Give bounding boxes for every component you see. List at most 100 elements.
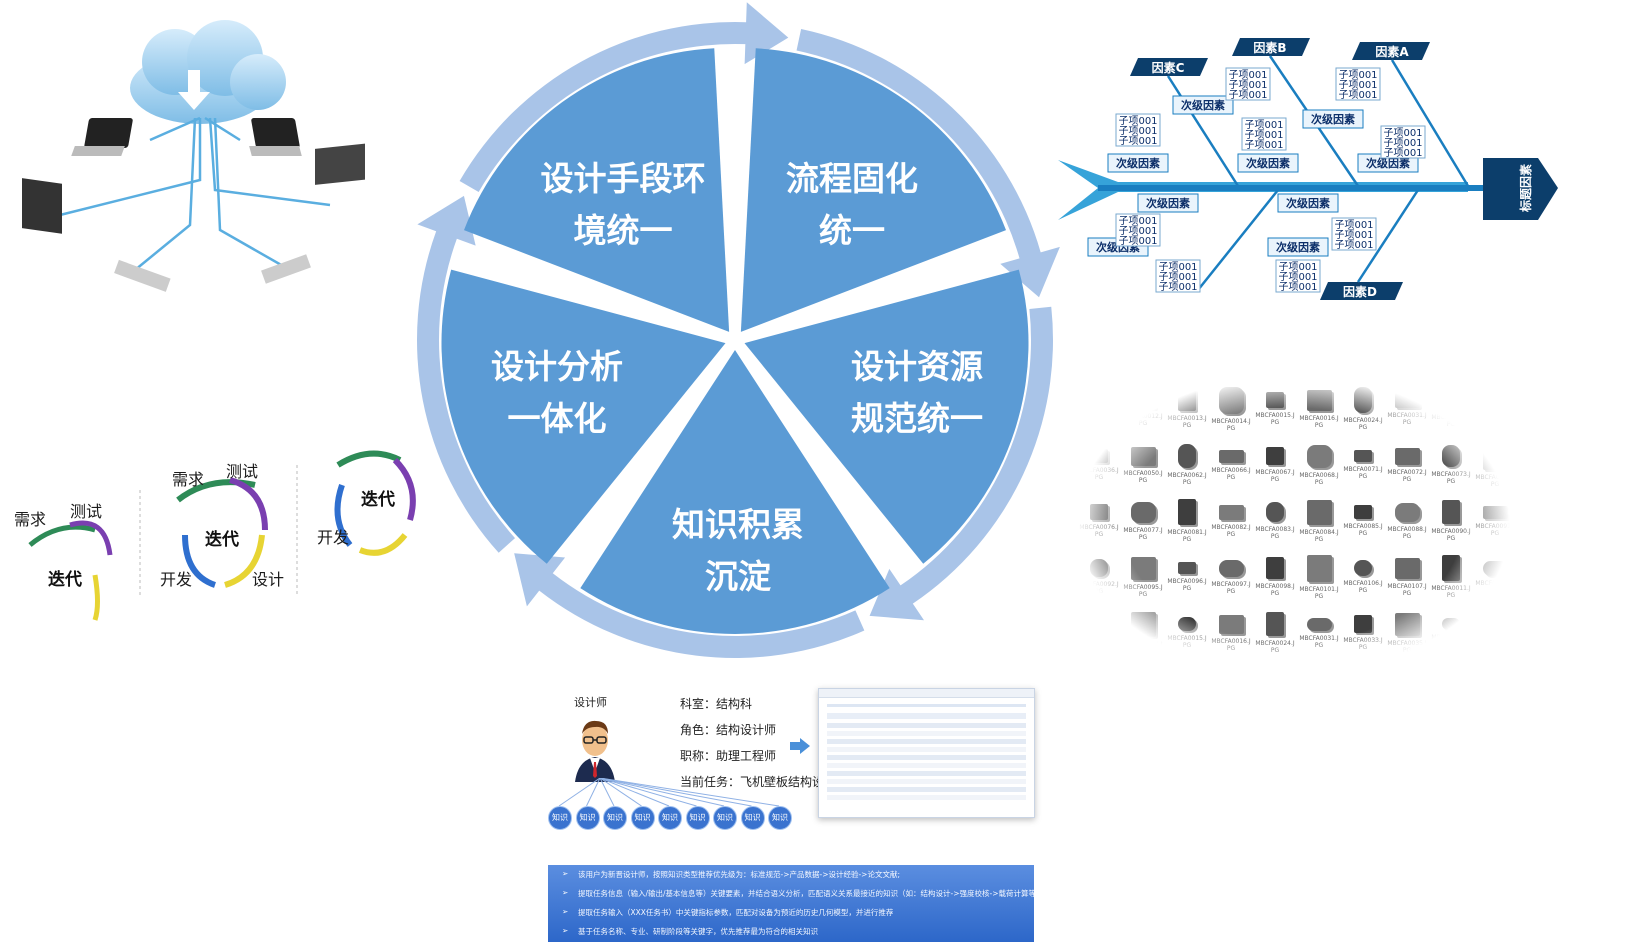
- knowledge-recommendation-item: 该用户为新晋设计师，按照知识类型推荐优先级为：标准规范->产品数据->设计经验-…: [548, 865, 1034, 884]
- part-thumbnail[interactable]: MBCFA0092.JPG: [1079, 551, 1119, 601]
- svg-text:子项001: 子项001: [1118, 225, 1157, 237]
- part-thumbnail[interactable]: MBCFA0073.JPG: [1431, 439, 1471, 489]
- knowledge-bubble[interactable]: 知识: [740, 806, 765, 830]
- part-thumbnail[interactable]: MBCFA0024.JPG: [1255, 607, 1295, 657]
- part-thumbnail[interactable]: MBCFA0085.JPG: [1343, 495, 1383, 545]
- factor-tag: 因素D: [1320, 282, 1403, 300]
- part-thumbnail[interactable]: MBCFA0031.JPG: [1299, 607, 1339, 657]
- part-thumbnail[interactable]: MBCFA0035.JPG: [1475, 383, 1510, 433]
- part-thumbnail[interactable]: MBCFA0036.JPG: [1079, 439, 1119, 489]
- part-thumbnail[interactable]: MBCFA0067.JPG: [1255, 439, 1295, 489]
- part-thumbnail[interactable]: MBCFA0036.JPG: [1431, 607, 1471, 657]
- part-thumbnail[interactable]: MBCFA0095.JPG: [1123, 551, 1163, 601]
- part-thumbnail[interactable]: MBCFA0072.JPG: [1387, 439, 1427, 489]
- svg-text:子项001: 子项001: [1118, 215, 1157, 227]
- part-icon: [1266, 557, 1284, 579]
- part-icon: [1218, 614, 1244, 634]
- part-thumbnail[interactable]: MBCFA0024.JPG: [1343, 383, 1383, 433]
- part-thumbnail[interactable]: MBCFA0088.JPG: [1387, 495, 1427, 545]
- svg-text:子项001: 子项001: [1278, 271, 1317, 283]
- part-thumbnail[interactable]: MBCFA0014.JPG: [1211, 383, 1251, 433]
- part-thumbnail[interactable]: MBCFA0082.JPG: [1211, 495, 1251, 545]
- part-icon: [1178, 444, 1196, 468]
- part-thumbnail[interactable]: MBCFA0011.JPG: [1079, 383, 1119, 433]
- iteration-cycle-large: 需求 测试 迭代 开发 设计: [160, 462, 284, 589]
- part-thumbnail[interactable]: MBCFA0014.JPG: [1123, 607, 1163, 657]
- part-thumbnail[interactable]: MBCFA0050.JPG: [1475, 607, 1510, 657]
- part-caption: MBCFA0015.JPG: [1255, 412, 1295, 426]
- part-thumbnail[interactable]: MBCFA0062.JPG: [1167, 439, 1207, 489]
- part-thumbnail[interactable]: MBCFA0091.JPG: [1475, 495, 1510, 545]
- part-thumbnail[interactable]: MBCFA0035.JPG: [1387, 607, 1427, 657]
- part-thumbnail[interactable]: MBCFA0077.JPG: [1123, 495, 1163, 545]
- svg-text:子项001: 子项001: [1118, 125, 1157, 137]
- part-caption: MBCFA0097.JPG: [1211, 580, 1251, 595]
- part-thumbnail[interactable]: MBCFA0015.JPG: [1255, 383, 1295, 433]
- part-thumbnail[interactable]: MBCFA0101.JPG: [1299, 551, 1339, 601]
- part-thumbnail[interactable]: MBCFA0083.JPG: [1255, 495, 1295, 545]
- knowledge-bubble[interactable]: 知识: [575, 806, 600, 830]
- part-thumbnail[interactable]: MBCFA0050.JPG: [1123, 439, 1163, 489]
- part-thumbnail[interactable]: MBCFA0106.JPG: [1343, 551, 1383, 601]
- part-thumbnail[interactable]: MBCFA0013.JPG: [1167, 383, 1207, 433]
- part-thumbnail[interactable]: MBCFA0013.JPG: [1079, 607, 1119, 657]
- part-icon: [1178, 562, 1196, 574]
- part-icon: [1482, 615, 1508, 633]
- part-thumbnail[interactable]: MBCFA0090.JPG: [1431, 495, 1471, 545]
- part-caption: MBCFA0090.JPG: [1431, 528, 1471, 542]
- part-thumbnail[interactable]: MBCFA0033.JPG: [1343, 607, 1383, 657]
- laptop-icon: [22, 178, 62, 234]
- part-icon: [1482, 442, 1508, 470]
- svg-text:次级因素: 次级因素: [1276, 240, 1320, 254]
- part-thumbnail[interactable]: MBCFA0012.JPG: [1475, 551, 1510, 601]
- part-thumbnail[interactable]: MBCFA0098.JPG: [1255, 551, 1295, 601]
- task-info: 当前任务：飞机壁板结构设计: [680, 775, 837, 789]
- part-icon: [1306, 554, 1332, 582]
- part-thumbnail[interactable]: MBCFA0081.JPG: [1167, 495, 1207, 545]
- part-icon: [1394, 502, 1420, 522]
- part-icon: [1090, 394, 1108, 406]
- wheel-segment-label: 设计手段环: [541, 159, 706, 198]
- part-thumbnail[interactable]: MBCFA0015.JPG: [1167, 607, 1207, 657]
- part-caption: MBCFA0016.JPG: [1211, 637, 1251, 652]
- part-caption: MBCFA0101.JPG: [1299, 585, 1339, 600]
- part-thumbnail[interactable]: MBCFA0012.JPG: [1123, 383, 1163, 433]
- svg-text:子项001: 子项001: [1338, 69, 1377, 81]
- part-thumbnail[interactable]: MBCFA0084.JPG: [1299, 495, 1339, 545]
- knowledge-bubble[interactable]: 知识: [548, 806, 572, 830]
- part-thumbnail[interactable]: MBCFA0016.JPG: [1211, 607, 1251, 657]
- knowledge-bubble[interactable]: 知识: [713, 806, 737, 830]
- svg-text:子项001: 子项001: [1334, 229, 1373, 241]
- part-thumbnail[interactable]: MBCFA0031.JPG: [1387, 383, 1427, 433]
- part-thumbnail[interactable]: MBCFA0066.JPG: [1211, 439, 1251, 489]
- part-thumbnail[interactable]: MBCFA0076.JPG: [1079, 495, 1119, 545]
- part-thumbnail[interactable]: MBCFA0097.JPG: [1211, 551, 1251, 601]
- iteration-cycle-right: 迭代 开发: [317, 450, 416, 556]
- part-icon: [1218, 559, 1244, 577]
- iteration-cycles-illustration: 需求 测试 迭代 需求 测试 迭代 开发 设计 迭代 开发: [14, 450, 416, 621]
- knowledge-bubble[interactable]: 知识: [603, 806, 627, 830]
- knowledge-bubble[interactable]: 知识: [685, 806, 710, 830]
- fishbone-head: 标题因素: [1483, 158, 1558, 220]
- wheel-segment-label: 知识积累: [672, 505, 804, 544]
- part-thumbnail[interactable]: MBCFA0096.JPG: [1167, 551, 1207, 601]
- part-thumbnail[interactable]: MBCFA0011.JPG: [1431, 551, 1471, 601]
- role-info: 角色：结构设计师: [680, 723, 777, 737]
- knowledge-bubble[interactable]: 知识: [768, 806, 792, 830]
- part-icon: [1482, 560, 1508, 576]
- part-thumbnail[interactable]: MBCFA0071.JPG: [1343, 439, 1383, 489]
- part-thumbnail[interactable]: MBCFA0016.JPG: [1299, 383, 1339, 433]
- part-thumbnail[interactable]: MBCFA0033.JPG: [1431, 383, 1471, 433]
- part-caption: MBCFA0082.JPG: [1211, 523, 1251, 538]
- svg-text:子项001: 子项001: [1244, 119, 1283, 131]
- knowledge-bubble[interactable]: 知识: [658, 806, 682, 830]
- part-thumbnail[interactable]: MBCFA0074.JPG: [1475, 439, 1510, 489]
- knowledge-bubble[interactable]: 知识: [630, 806, 655, 830]
- label-development: 开发: [317, 528, 349, 547]
- part-thumbnail[interactable]: MBCFA0068.JPG: [1299, 439, 1339, 489]
- part-thumbnail[interactable]: MBCFA0107.JPG: [1387, 551, 1427, 601]
- svg-text:因素D: 因素D: [1343, 284, 1377, 299]
- part-icon: [1394, 447, 1420, 465]
